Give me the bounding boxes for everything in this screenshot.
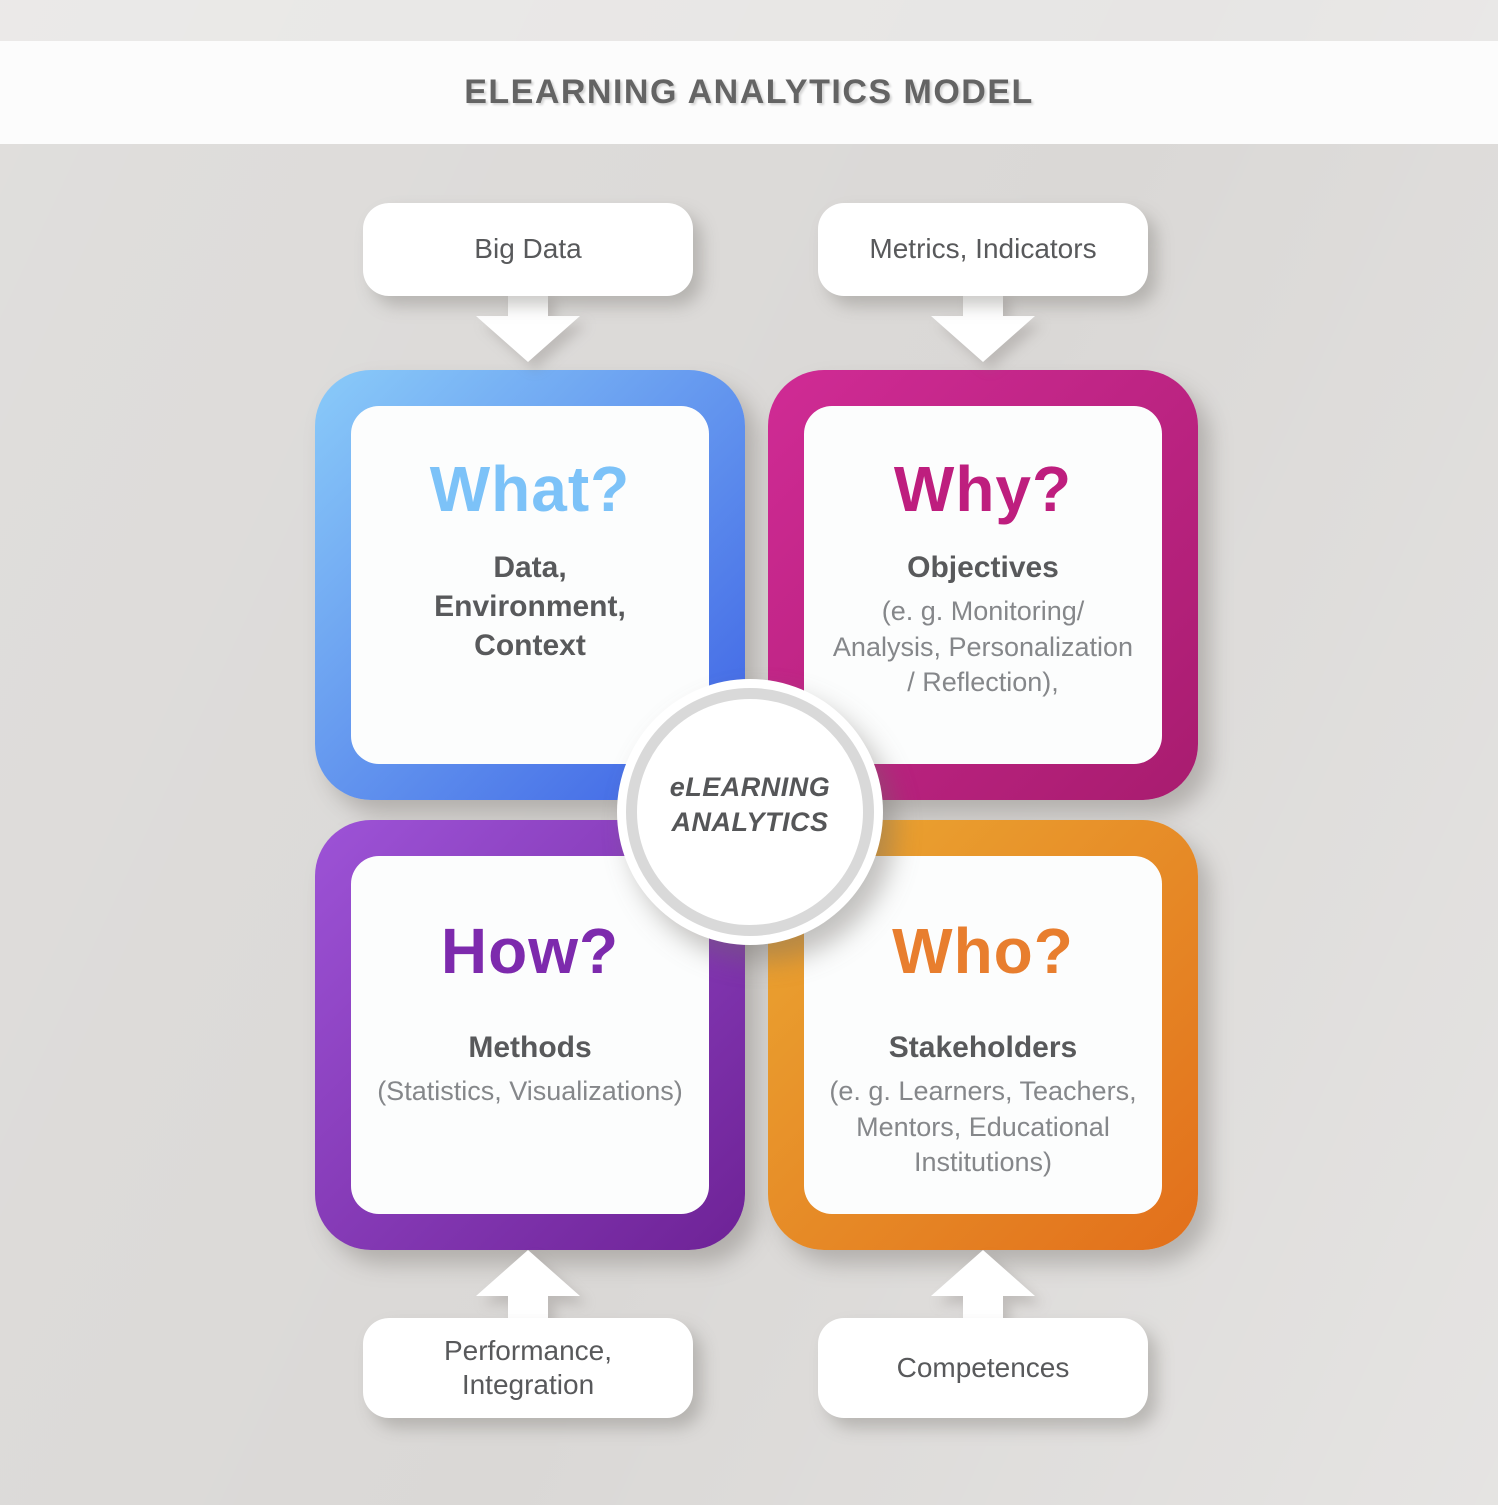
page-title: ELEARNING ANALYTICS MODEL — [464, 73, 1034, 111]
callout-big-data-label: Big Data — [474, 233, 582, 265]
arrow-up-icon — [450, 1250, 606, 1322]
title-band: ELEARNING ANALYTICS MODEL — [0, 41, 1498, 144]
callout-big-data: Big Data — [363, 203, 693, 296]
arrow-up-icon — [905, 1250, 1061, 1322]
callout-competences: Competences — [818, 1318, 1148, 1418]
callout-performance-integration-label: Performance, Integration — [443, 1334, 613, 1400]
callout-metrics-indicators-label: Metrics, Indicators — [869, 233, 1097, 265]
quadrant-what: What? Data, Environment, Context — [315, 370, 745, 800]
quadrant-question: What? — [429, 453, 631, 525]
callout-performance-integration: Performance, Integration — [363, 1318, 693, 1418]
quadrant-card: Who? Stakeholders (e. g. Learners, Teach… — [804, 856, 1162, 1214]
quadrant-detail: (Statistics, Visualizations) — [377, 1076, 683, 1106]
callout-competences-label: Competences — [896, 1351, 1070, 1383]
quadrant-question: Who? — [892, 915, 1074, 987]
quadrant-question: How? — [440, 915, 620, 987]
quadrant-topic: Data, Environment, Context — [434, 551, 626, 662]
center-circle: eLEARNING ANALYTICS — [617, 679, 883, 945]
center-circle-label: eLEARNING ANALYTICS — [669, 771, 831, 837]
quadrant-card: Why? Objectives (e. g. Monitoring/ Analy… — [804, 406, 1162, 764]
arrow-down-icon — [905, 290, 1061, 362]
quadrant-topic: Methods — [468, 1031, 592, 1064]
quadrant-topic: Objectives — [907, 551, 1059, 584]
callout-metrics-indicators: Metrics, Indicators — [818, 203, 1148, 296]
quadrant-question: Why? — [893, 453, 1073, 525]
quadrant-detail: (e. g. Monitoring/ Analysis, Personaliza… — [832, 596, 1134, 698]
arrow-down-icon — [450, 290, 606, 362]
quadrant-topic: Stakeholders — [888, 1031, 1078, 1064]
quadrant-detail: (e. g. Learners, Teachers, Mentors, Educ… — [829, 1076, 1137, 1178]
quadrant-card: How? Methods (Statistics, Visualizations… — [351, 856, 709, 1214]
quadrant-card: What? Data, Environment, Context — [351, 406, 709, 764]
quadrant-why: Why? Objectives (e. g. Monitoring/ Analy… — [768, 370, 1198, 800]
header-strip — [0, 0, 1498, 41]
